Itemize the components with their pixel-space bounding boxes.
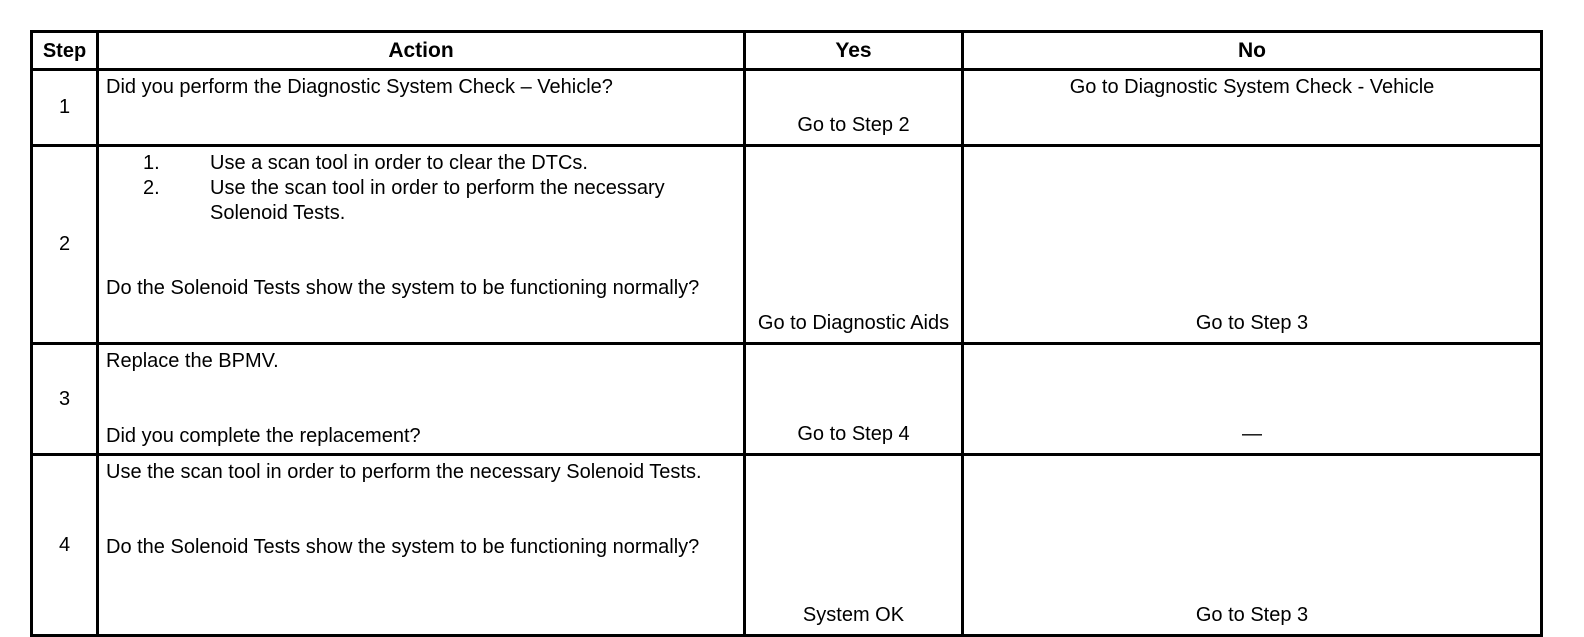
list-item-number: 2.: [143, 177, 160, 199]
list-item: 1. Use a scan tool in order to clear the…: [106, 151, 737, 176]
action-question: Do the Solenoid Tests show the system to…: [106, 277, 700, 299]
column-header-action: Action: [96, 30, 746, 71]
list-item: 2. Use the scan tool in order to perform…: [106, 176, 737, 226]
step-number: 1: [30, 68, 99, 147]
action-content: Did you perform the Diagnostic System Ch…: [96, 68, 746, 147]
table-header-row: Step Action Yes No: [30, 30, 1543, 71]
no-result: —: [961, 342, 1543, 456]
spacer: [106, 374, 737, 399]
no-result-dash: —: [1242, 423, 1262, 445]
column-header-yes: Yes: [743, 30, 964, 71]
yes-result: Go to Diagnostic Aids: [743, 144, 964, 345]
no-result: Go to Diagnostic System Check - Vehicle: [961, 68, 1543, 147]
column-header-step: Step: [30, 30, 99, 71]
yes-result: Go to Step 2: [743, 68, 964, 147]
action-content: Replace the BPMV. Did you complete the r…: [96, 342, 746, 456]
action-question: Do the Solenoid Tests show the system to…: [106, 536, 700, 558]
action-content: 1. Use a scan tool in order to clear the…: [96, 144, 746, 345]
list-item-number: 1.: [143, 152, 160, 174]
no-result: Go to Step 3: [961, 144, 1543, 345]
list-item-text: Use a scan tool in order to clear the DT…: [210, 152, 588, 174]
no-result: Go to Step 3: [961, 453, 1543, 637]
action-step-list: 1. Use a scan tool in order to clear the…: [106, 151, 737, 226]
action-statement: Replace the BPMV.: [106, 350, 279, 372]
column-header-no: No: [961, 30, 1543, 71]
spacer: [106, 399, 737, 424]
step-number: 4: [30, 453, 99, 637]
action-question: Did you complete the replacement?: [106, 425, 421, 447]
action-statement: Use the scan tool in order to perform th…: [106, 461, 702, 483]
yes-result: System OK: [743, 453, 964, 637]
diagnostic-procedure-table: Step Action Yes No 1 Did you perform the…: [30, 30, 1543, 637]
step-number: 2: [30, 144, 99, 345]
spacer: [106, 226, 737, 251]
spacer: [106, 485, 737, 510]
spacer: [106, 510, 737, 535]
action-content: Use the scan tool in order to perform th…: [96, 453, 746, 637]
yes-result: Go to Step 4: [743, 342, 964, 456]
action-question: Did you perform the Diagnostic System Ch…: [106, 76, 613, 98]
table-row: 3 Replace the BPMV. Did you complete the…: [30, 342, 1543, 456]
list-item-text: Use the scan tool in order to perform th…: [210, 177, 665, 224]
table-row: 4 Use the scan tool in order to perform …: [30, 453, 1543, 637]
step-number: 3: [30, 342, 99, 456]
table-row: 1 Did you perform the Diagnostic System …: [30, 68, 1543, 147]
table-row: 2 1. Use a scan tool in order to clear t…: [30, 144, 1543, 345]
spacer: [106, 251, 737, 276]
